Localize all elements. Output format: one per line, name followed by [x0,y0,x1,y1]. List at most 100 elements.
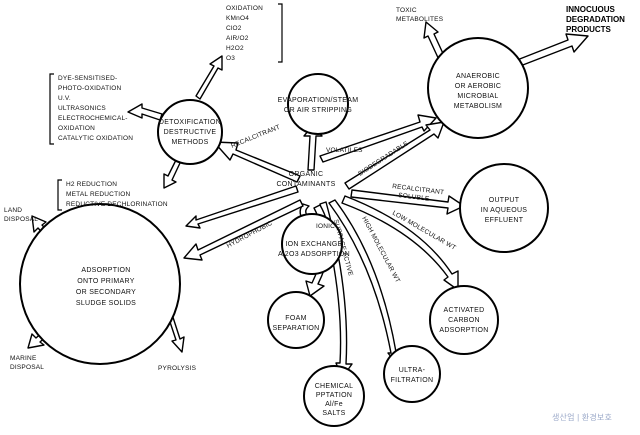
land-label: LAND DISPOSAL [4,207,38,223]
arrow-to-products [511,33,589,69]
pyrolysis-label: PYROLYSIS [158,365,197,372]
arrow-recalcitrant-soluble [350,189,465,215]
svg-text:U.V.: U.V. [58,95,71,102]
methods-bracket [49,73,54,145]
reduction-bracket [57,179,62,211]
ion-node [281,213,343,275]
ultra-node [383,345,441,403]
arrow-to-sludge [185,185,299,229]
arrow-biodegradable [344,121,445,190]
foam-node [267,291,325,349]
svg-text:CATALYTIC OXIDATION: CATALYTIC OXIDATION [58,135,133,142]
svg-text:Al/Fe: Al/Fe [325,401,343,408]
svg-text:CARBON: CARBON [448,317,480,324]
svg-text:OR AEROBIC: OR AEROBIC [455,83,502,90]
arrow-hydrophobic [183,199,304,261]
svg-text:CHEMICAL: CHEMICAL [315,383,354,390]
metabolism-label: ANAEROBIC OR AEROBIC MICROBIAL METABOLIS… [454,73,502,110]
activated-label: ACTIVATED CARBON ADSORPTION [439,307,488,334]
svg-text:OXIDATION: OXIDATION [58,125,95,132]
svg-text:KMnO4: KMnO4 [226,15,249,22]
svg-text:ELECTROCHEMICAL-: ELECTROCHEMICAL- [58,115,128,122]
foam-label: FOAM SEPARATION [272,315,319,332]
svg-text:AIR/O2: AIR/O2 [226,35,249,42]
marine-label: MARINE DISPOSAL [10,355,44,371]
svg-text:ORGANIC: ORGANIC [289,171,324,178]
evaporation-node [287,73,349,135]
svg-text:OR AIR STRIPPING: OR AIR STRIPPING [284,107,352,114]
reduction-list: H2 REDUCTION METAL REDUCTION REDUCTIVE D… [66,181,168,208]
adsorption-label: ADSORPTION ONTO PRIMARY OR SECONDARY SLU… [76,267,136,307]
svg-text:H2 REDUCTION: H2 REDUCTION [66,181,117,188]
svg-text:SALTS: SALTS [322,410,345,417]
svg-text:MARINE: MARINE [10,355,37,362]
svg-text:CONTAMINANTS: CONTAMINANTS [276,181,335,188]
svg-text:INNOCUOUS: INNOCUOUS [566,5,616,14]
svg-text:ADSORPTION: ADSORPTION [439,327,488,334]
svg-text:O3: O3 [226,55,235,62]
svg-text:ONTO PRIMARY: ONTO PRIMARY [77,278,134,285]
adsorption-node [19,203,181,365]
svg-text:Al2O3 ADSORPTION: Al2O3 ADSORPTION [278,251,350,258]
arrow-recalcitrant [213,141,301,183]
methods-list: DYE-SENSITISED- PHOTO-OXIDATION U.V. ULT… [58,75,133,142]
svg-text:OUTPUT: OUTPUT [489,197,520,204]
detox-label: DETOXIFICATION DESTRUCTIVE METHODS [159,119,221,146]
svg-text:ION EXCHANGE: ION EXCHANGE [285,241,342,248]
ion-label: ION EXCHANGE Al2O3 ADSORPTION [278,241,350,258]
svg-text:EFFLUENT: EFFLUENT [485,217,524,224]
svg-text:SLUDGE SOLIDS: SLUDGE SOLIDS [76,300,136,307]
label-recalcitrant: RECALCITRANT [230,124,281,150]
svg-text:DETOXIFICATION: DETOXIFICATION [159,119,221,126]
svg-text:ULTRA-: ULTRA- [399,367,426,374]
svg-text:METABOLITES: METABOLITES [396,16,444,23]
detox-node [157,99,223,165]
svg-text:ADSORPTION: ADSORPTION [81,267,130,274]
evaporation-label: EVAPORATION/STEAM OR AIR STRIPPING [278,97,359,114]
svg-text:TOXIC: TOXIC [396,7,417,14]
svg-text:DISPOSAL: DISPOSAL [10,364,44,371]
svg-text:FOAM: FOAM [285,315,306,322]
svg-text:FILTRATION: FILTRATION [391,377,434,384]
ultra-label: ULTRA- FILTRATION [391,367,434,384]
svg-text:REDUCTIVE DECHLORINATION: REDUCTIVE DECHLORINATION [66,201,168,208]
svg-text:IN AQUEOUS: IN AQUEOUS [481,207,528,214]
svg-text:MICROBIAL: MICROBIAL [457,93,498,100]
svg-text:ClO2: ClO2 [226,25,242,32]
arrow-to-methods [127,103,163,121]
chemical-label: CHEMICAL PPTATION Al/Fe SALTS [315,383,354,417]
svg-text:METABOLISM: METABOLISM [454,103,502,110]
svg-text:DISPOSAL: DISPOSAL [4,216,38,223]
svg-text:METHODS: METHODS [171,139,208,146]
oxidation-bracket [278,3,283,63]
svg-text:H2O2: H2O2 [226,45,244,52]
aqueous-label: OUTPUT IN AQUEOUS EFFLUENT [481,197,528,224]
svg-text:SOLUBLE: SOLUBLE [398,192,430,203]
svg-text:EVAPORATION/STEAM: EVAPORATION/STEAM [278,97,359,104]
aqueous-node [459,163,549,253]
svg-text:PPTATION: PPTATION [316,392,352,399]
chemical-node [303,365,365,427]
watermark: 생산업 | 환경보호 [552,412,612,422]
label-ionic: IONIC [316,223,335,230]
label-volatiles: VOLATILES [326,147,363,154]
svg-text:PHOTO-OXIDATION: PHOTO-OXIDATION [58,85,122,92]
svg-text:OR SECONDARY: OR SECONDARY [76,289,136,296]
metabolism-node [427,37,529,139]
arrow-to-reduction [163,159,181,189]
products-title: INNOCUOUS DEGRADATION PRODUCTS [566,5,625,34]
svg-text:DESTRUCTIVE: DESTRUCTIVE [164,129,217,136]
activated-node [429,285,499,355]
arrow-to-oxidation [195,55,223,100]
svg-text:METAL REDUCTION: METAL REDUCTION [66,191,130,198]
svg-text:ANAEROBIC: ANAEROBIC [456,73,500,80]
svg-text:SEPARATION: SEPARATION [272,325,319,332]
arrow-low-molecular [341,195,459,291]
center-label: ORGANIC CONTAMINANTS [276,171,335,188]
svg-text:LAND: LAND [4,207,22,214]
svg-text:PRODUCTS: PRODUCTS [566,25,612,34]
svg-text:OXIDATION: OXIDATION [226,5,263,12]
toxic-label: TOXIC METABOLITES [396,7,444,23]
